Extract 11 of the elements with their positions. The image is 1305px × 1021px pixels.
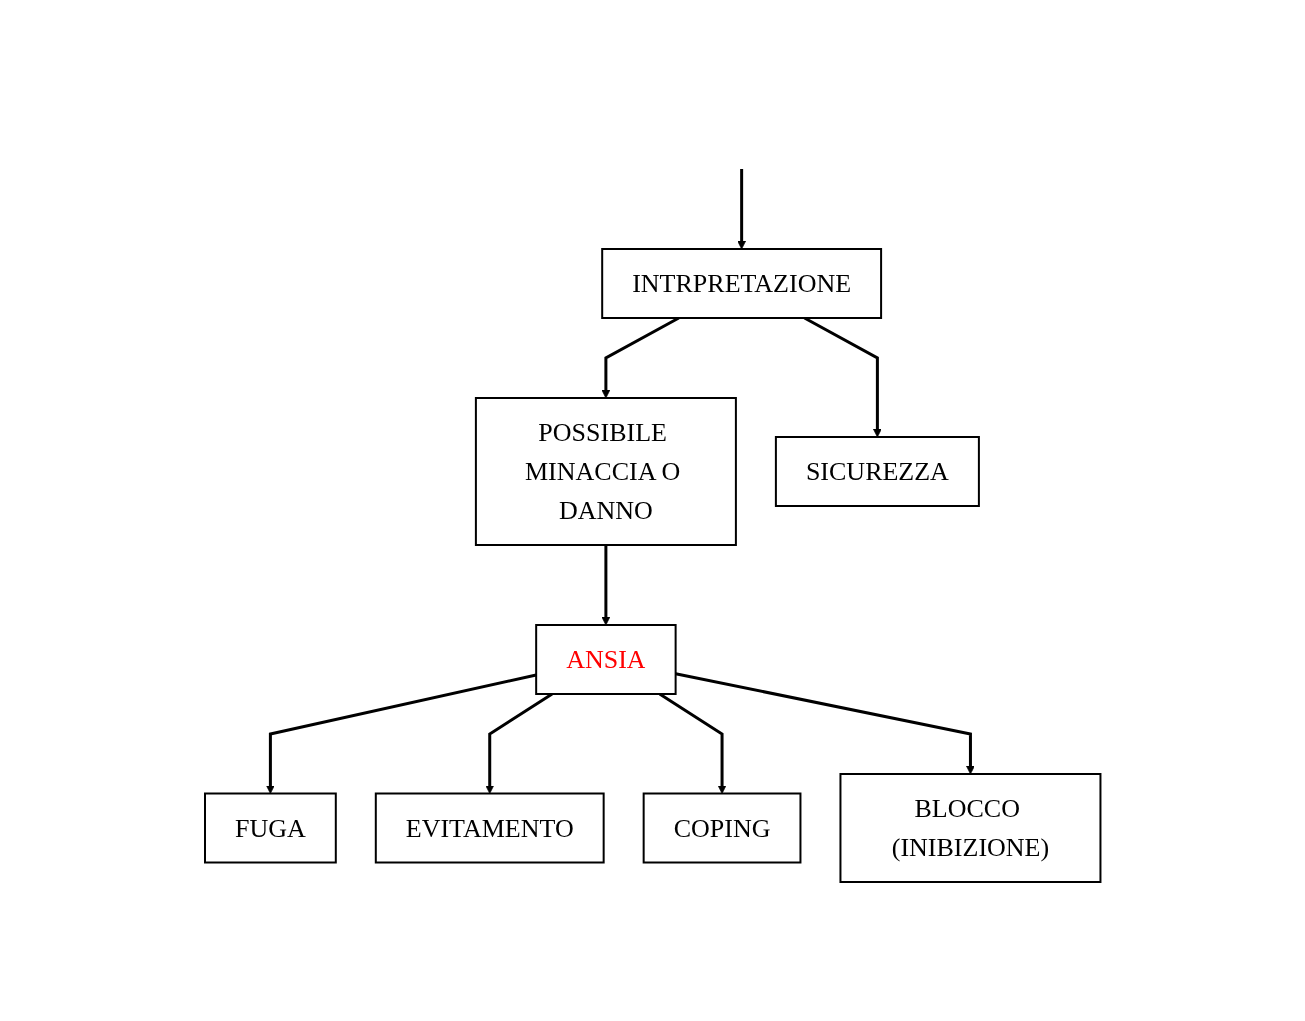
node-box: INTRPRETAZIONE (600, 248, 882, 319)
arrow (737, 169, 746, 250)
arrow (675, 672, 975, 775)
node-box: EVITAMENTO (374, 792, 605, 864)
arrow (601, 545, 611, 626)
node-box: ANSIA (534, 624, 677, 695)
node-box: FUGA (203, 792, 337, 864)
node-box: SICUREZZA (774, 436, 980, 507)
node-box: COPING (642, 792, 802, 864)
node-box: BLOCCO (INIBIZIONE) (839, 773, 1102, 883)
node-box: POSSIBILE MINACCIA O DANNO (474, 397, 737, 546)
